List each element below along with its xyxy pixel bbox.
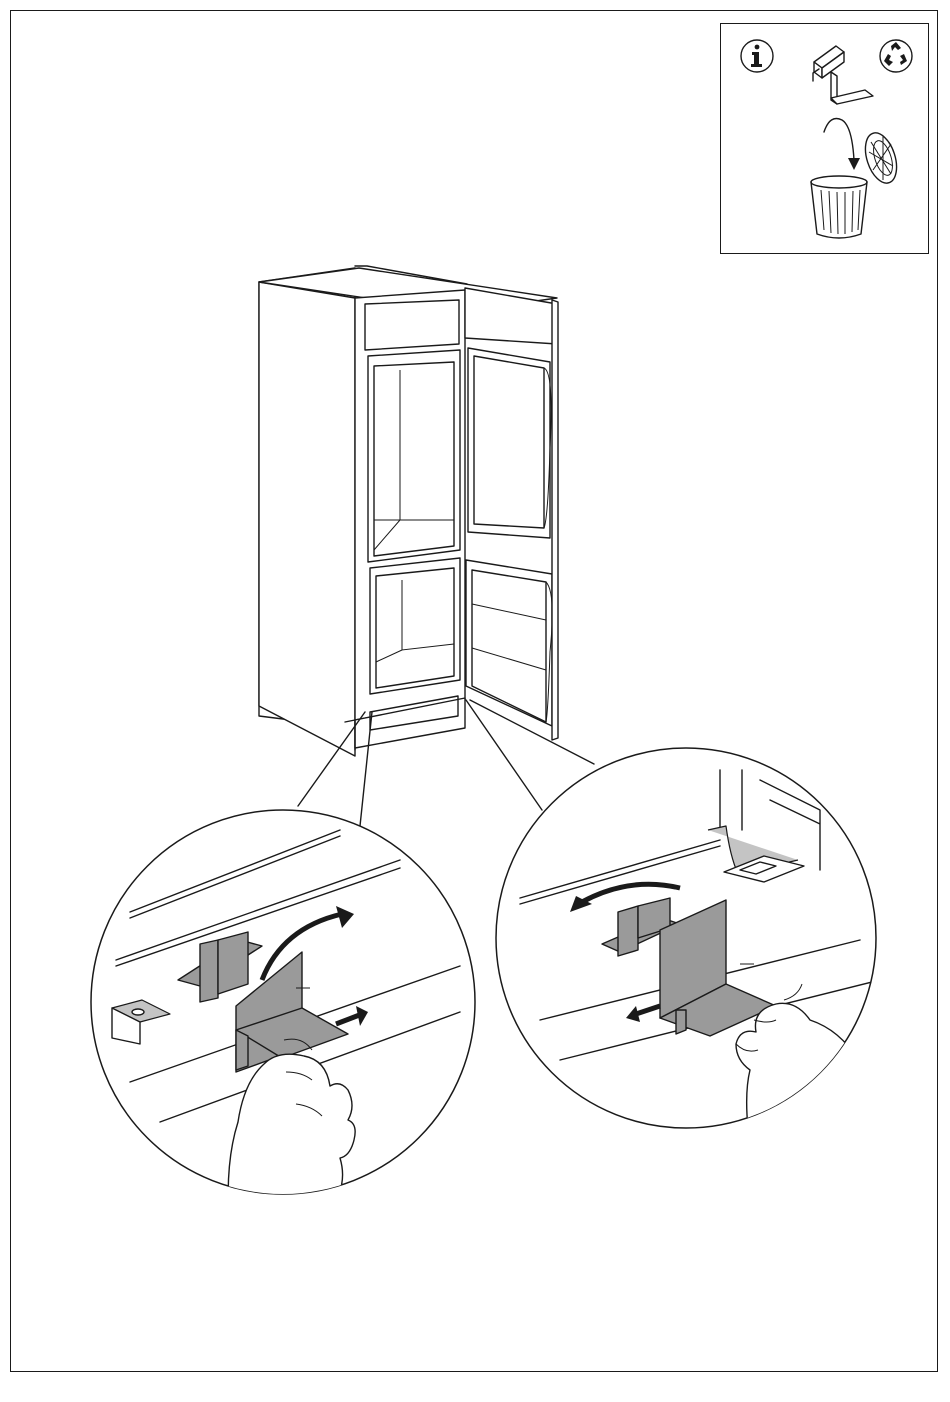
detail-right-remove-clip bbox=[496, 748, 880, 1220]
fridge-cabinet bbox=[259, 266, 558, 756]
detail-left-remove-clip bbox=[91, 810, 475, 1256]
